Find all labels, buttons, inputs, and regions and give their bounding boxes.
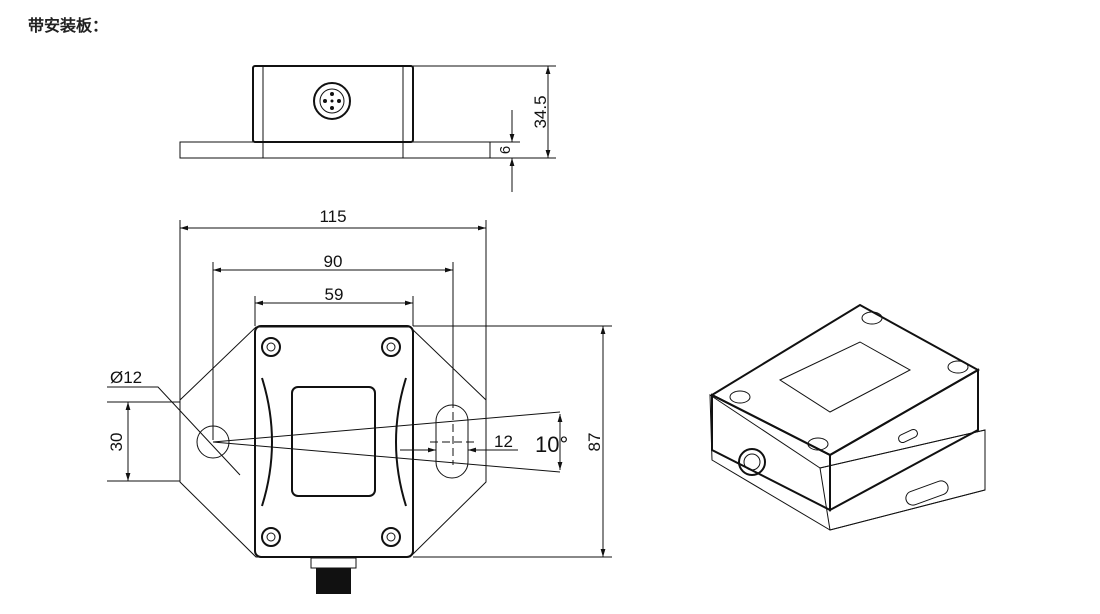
dim-34-5: 34.5 (531, 95, 550, 128)
connector-icon (313, 82, 351, 120)
dim-30: 30 (107, 433, 126, 452)
dim-hole-diameter: Ø12 (110, 368, 142, 387)
front-view: 115 90 59 Ø12 30 12 10° 87 (107, 207, 612, 594)
side-view: 34.5 6 (179, 65, 556, 192)
dim-slot-12: 12 (494, 432, 513, 451)
screw-icons (261, 337, 401, 547)
mount-slot (435, 404, 469, 479)
dim-115: 115 (319, 207, 346, 226)
dim-90: 90 (324, 252, 343, 271)
dim-6: 6 (497, 146, 514, 154)
dim-59: 59 (325, 285, 344, 304)
dim-angle: 10° (535, 432, 568, 457)
section-title: 带安装板： (28, 18, 109, 35)
isometric-view (709, 303, 986, 531)
dim-87: 87 (585, 433, 604, 452)
